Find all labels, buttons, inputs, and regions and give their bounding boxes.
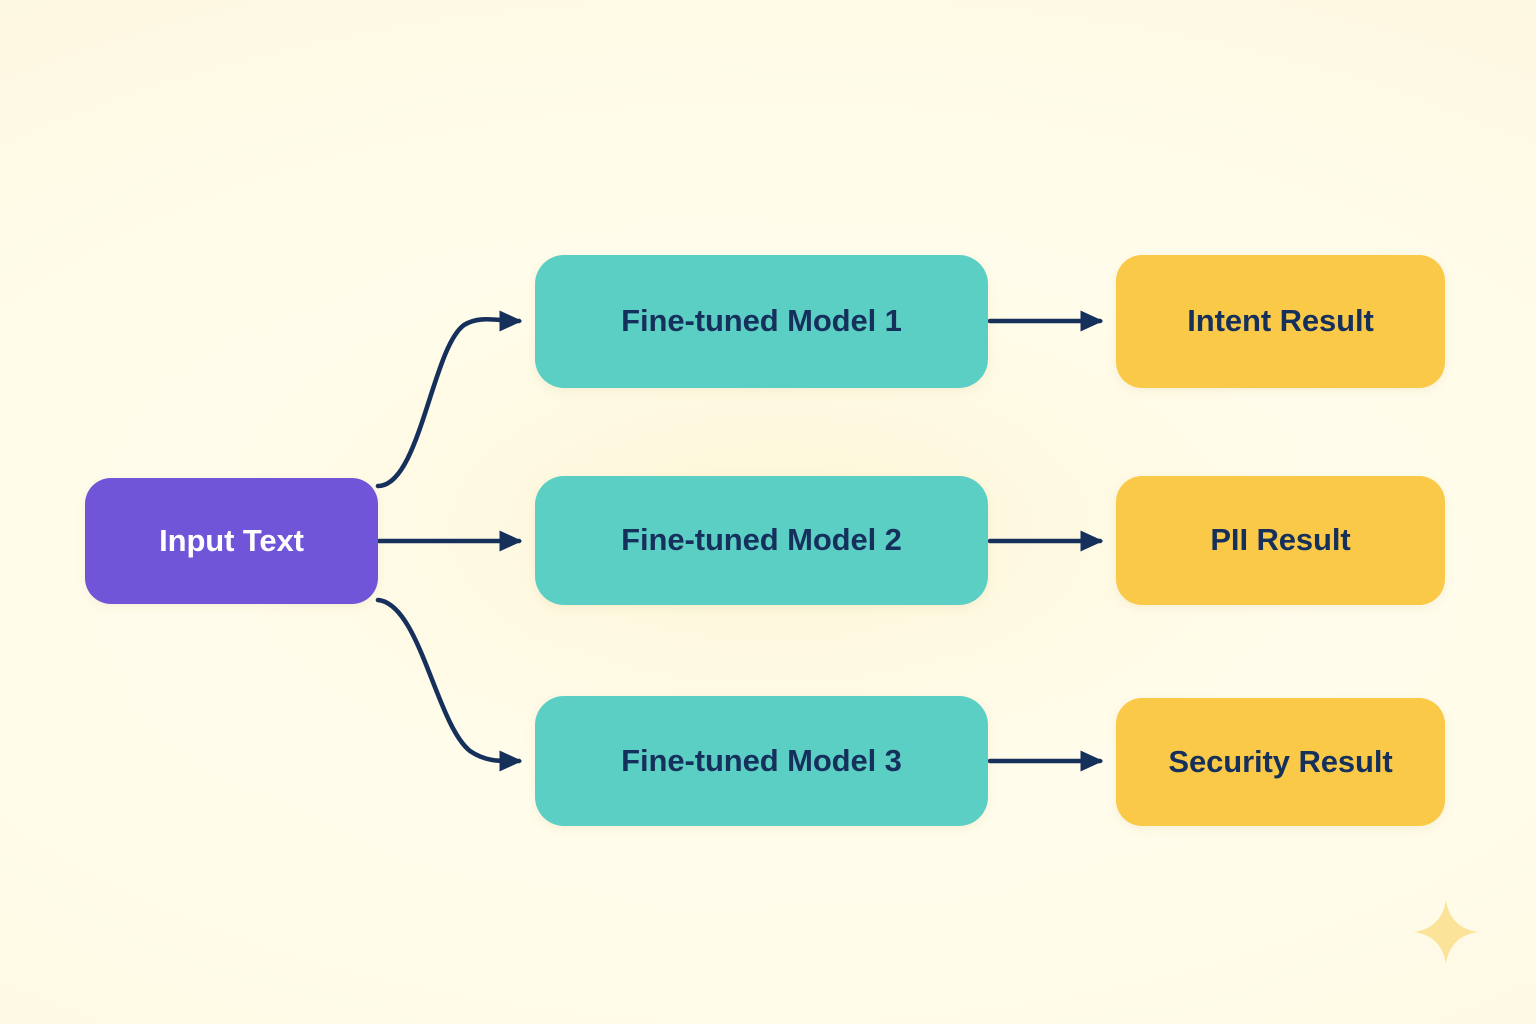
- node-fine-tuned-model-3-label: Fine-tuned Model 3: [621, 742, 902, 778]
- node-pii-result-label: PII Result: [1210, 522, 1351, 558]
- node-fine-tuned-model-1[interactable]: Fine-tuned Model 1: [535, 255, 988, 388]
- node-intent-result-label: Intent Result: [1187, 303, 1374, 339]
- connector-input-to-model-3: [375, 597, 523, 772]
- node-fine-tuned-model-2[interactable]: Fine-tuned Model 2: [535, 476, 988, 605]
- node-security-result-label: Security Result: [1168, 743, 1393, 779]
- node-security-result[interactable]: Security Result: [1116, 698, 1445, 826]
- connector-input-to-model-1: [375, 310, 523, 489]
- sparkle-icon: [1414, 900, 1478, 964]
- node-input-text-label: Input Text: [159, 522, 304, 558]
- node-fine-tuned-model-2-label: Fine-tuned Model 2: [621, 522, 902, 558]
- node-input-text[interactable]: Input Text: [85, 478, 378, 604]
- node-fine-tuned-model-1-label: Fine-tuned Model 1: [621, 303, 902, 339]
- node-fine-tuned-model-3[interactable]: Fine-tuned Model 3: [535, 696, 988, 826]
- node-pii-result[interactable]: PII Result: [1116, 476, 1445, 605]
- node-intent-result[interactable]: Intent Result: [1116, 255, 1445, 388]
